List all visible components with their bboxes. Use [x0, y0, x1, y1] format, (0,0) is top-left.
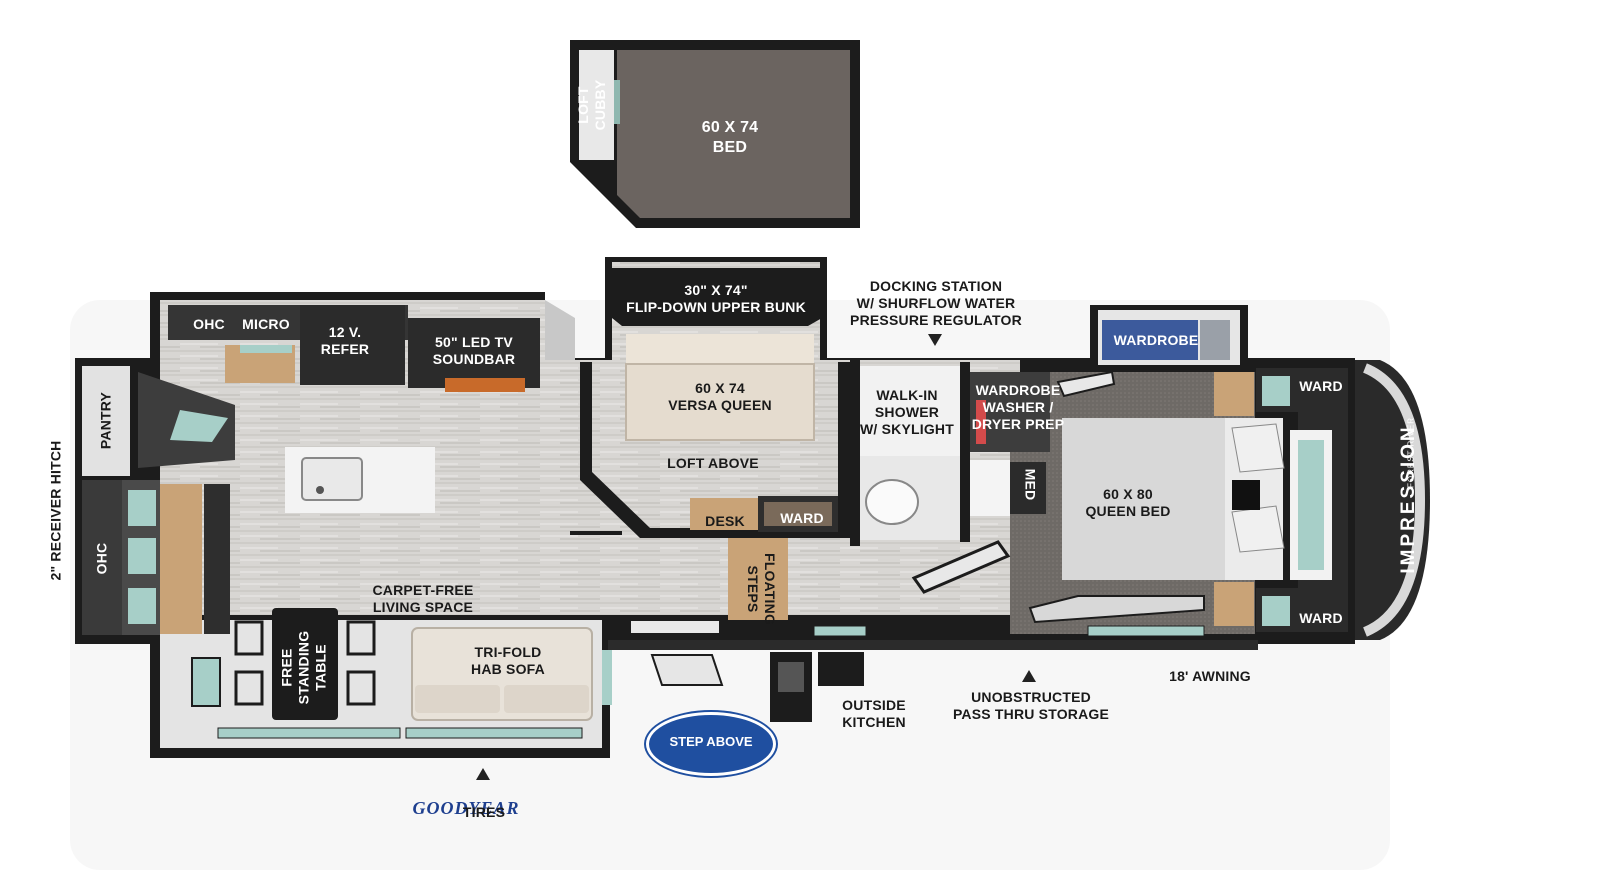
forest-river-logo: FOREST RIVER: [1406, 417, 1416, 488]
bath-area: [850, 358, 1050, 594]
loft-bed-label: 60 X 74 BED: [701, 119, 759, 156]
tires-label: TIRES: [462, 804, 506, 820]
receiver-hitch-label: 2" RECEIVER HITCH: [47, 440, 64, 581]
storage-label: UNOBSTRUCTED PASS THRU STORAGE: [952, 689, 1110, 722]
ohc-label: OHC: [193, 316, 225, 332]
micro-label: MICRO: [242, 316, 290, 332]
ward-bottom-label: WARD: [1299, 610, 1343, 626]
storage-arrow-icon: [1022, 670, 1036, 682]
versa-queen-label: 60 X 74 VERSA QUEEN: [668, 380, 772, 413]
bunk-ward-label: WARD: [780, 510, 824, 526]
kitchen-wall: [168, 300, 575, 392]
living-space-label: CARPET-FREE LIVING SPACE: [372, 582, 474, 615]
laundry-label: WARDROBE WASHER / DRYER PREP: [971, 382, 1065, 432]
sofa-label: TRI-FOLD HAB SOFA: [471, 644, 545, 677]
pantry-label: PANTRY: [97, 391, 114, 450]
tires-arrow-icon: [476, 768, 490, 780]
front-ohc-label: OHC: [93, 542, 110, 575]
docking-station-label: DOCKING STATION W/ SHURFLOW WATER PRESSU…: [850, 278, 1022, 328]
goodyear-logo: GOODYEAR: [412, 798, 520, 818]
awning-label: 18' AWNING: [1169, 668, 1251, 684]
loft-room: [570, 40, 860, 228]
shower-label: WALK-IN SHOWER W/ SKYLIGHT: [860, 387, 954, 437]
ward-top-label: WARD: [1299, 378, 1343, 394]
floating-steps-label: FLOATING STEPS: [745, 552, 778, 626]
step-above-logo: STEP ABOVE: [646, 712, 776, 776]
upper-bunk-label: 30" X 74" FLIP-DOWN UPPER BUNK: [626, 282, 806, 315]
table-label: FREE STANDING TABLE: [278, 630, 329, 705]
desk-label: DESK: [705, 513, 745, 529]
loft-above-label: LOFT ABOVE: [667, 455, 759, 471]
docking-arrow-icon: [928, 334, 942, 346]
queen-bed-label: 60 X 80 QUEEN BED: [1085, 486, 1171, 519]
exterior-items: [608, 619, 1258, 722]
bunk-room: [568, 268, 850, 620]
wardrobe-label: WARDROBE: [1113, 332, 1199, 348]
kitchen-island: [285, 447, 435, 513]
tv-label: 50" LED TV SOUNDBAR: [432, 334, 516, 367]
bedroom-area: [1028, 320, 1348, 632]
front-cabinets: [82, 366, 235, 635]
med-label: MED: [1022, 468, 1039, 501]
refer-label: 12 V. REFER: [320, 324, 370, 357]
dinette-slide: [191, 608, 612, 739]
loft-cubby-label: LOFT CUBBY: [575, 79, 608, 131]
outside-kitchen-label: OUTSIDE KITCHEN: [842, 697, 906, 730]
